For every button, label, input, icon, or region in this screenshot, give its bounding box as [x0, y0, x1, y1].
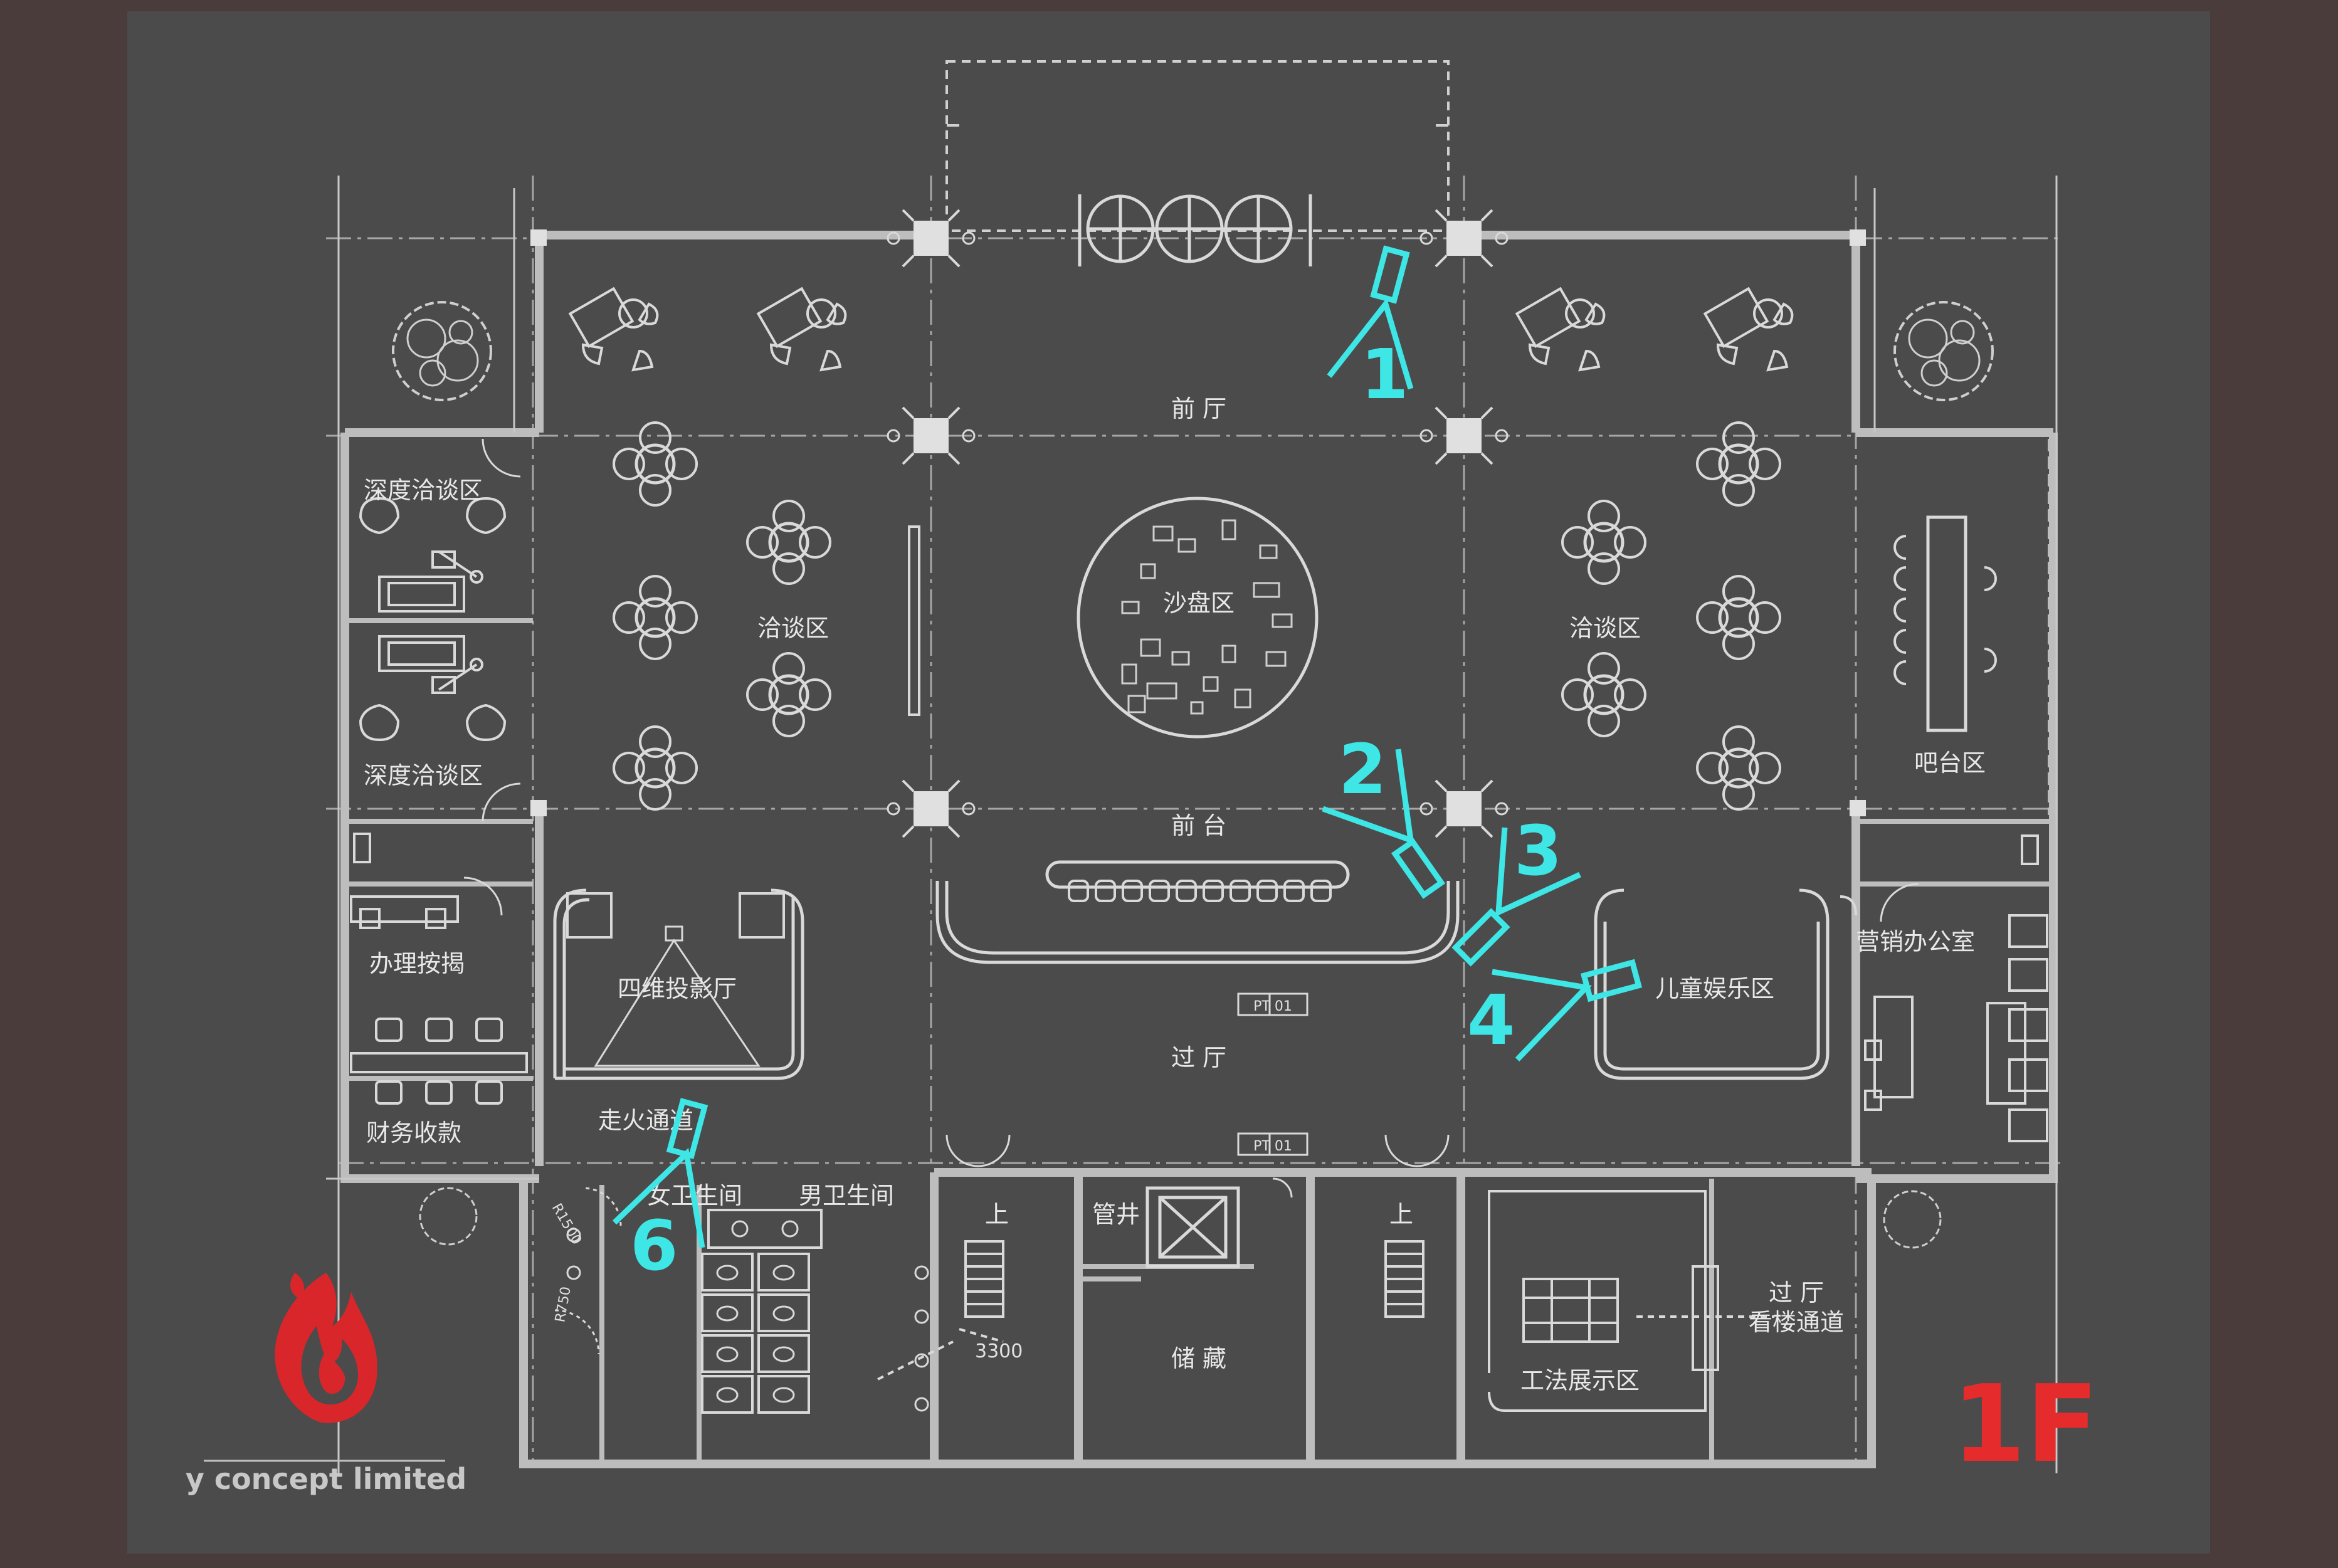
label-finance: 财务收款	[366, 1119, 461, 1147]
entrance-canopy	[945, 60, 1450, 232]
sand-table-model	[1077, 497, 1319, 739]
label-storage: 储 藏	[1171, 1345, 1226, 1372]
label-deep-negotiation-1: 深度洽谈区	[364, 476, 483, 504]
office-furniture	[350, 833, 528, 1105]
dimension-3300: 3300	[975, 1340, 1023, 1362]
bar-counter	[1893, 515, 1997, 732]
label-front-hall: 前 厅	[1171, 395, 1226, 423]
door-swings	[463, 438, 1919, 1198]
label-method-display: 工法展示区	[1520, 1367, 1640, 1394]
shrub	[1883, 1190, 1942, 1249]
toilet-stalls	[554, 1187, 929, 1414]
stairs	[877, 1240, 1424, 1381]
label-cinema: 四维投影厅	[618, 975, 737, 1002]
method-display-model	[1488, 1190, 1774, 1412]
label-negotiation-right: 洽谈区	[1569, 614, 1641, 642]
cinema-room	[553, 888, 804, 1080]
label-passage: 过 厅	[1171, 1044, 1226, 1071]
viewpoint-4: 4	[1467, 980, 1515, 1060]
label-negotiation-left: 洽谈区	[757, 614, 829, 642]
label-up-right: 上	[1389, 1201, 1413, 1228]
label-mortgage: 办理按揭	[369, 950, 465, 977]
viewpoint-1: 1	[1361, 334, 1409, 414]
kids-area	[1594, 888, 1830, 1080]
label-viewing-passage: 看楼通道	[1749, 1308, 1844, 1336]
sales-office-furniture	[1840, 834, 2048, 1142]
reception-desk	[935, 860, 1460, 964]
column	[530, 229, 547, 246]
perimeter-lines	[326, 176, 2058, 1473]
plan-paper	[127, 11, 2210, 1554]
viewpoint-3: 3	[1514, 811, 1562, 891]
label-hall: 过 厅	[1769, 1279, 1824, 1307]
tag-text: PT 01	[1253, 999, 1292, 1014]
label-reception: 前 台	[1171, 812, 1226, 839]
column	[1850, 800, 1866, 816]
partition	[908, 525, 920, 716]
revolving-doors	[1078, 194, 1312, 266]
shrub	[419, 1187, 478, 1246]
material-tag: PT 01	[1237, 1132, 1309, 1156]
label-deep-negotiation-2: 深度洽谈区	[364, 762, 483, 789]
label-sales-office: 营销办公室	[1856, 928, 1975, 955]
flame-logo-icon	[275, 1273, 377, 1423]
label-sand-table: 沙盘区	[1163, 589, 1235, 617]
viewpoint-6: 6	[630, 1206, 678, 1286]
label-kids-area: 儿童娱乐区	[1655, 975, 1774, 1002]
tag-text: PT 01	[1253, 1139, 1292, 1154]
lounge-furniture	[359, 497, 507, 742]
viewpoint-2: 2	[1339, 729, 1387, 809]
label-male-wc: 男卫生间	[799, 1182, 894, 1209]
floor-label: 1F	[1952, 1362, 2098, 1486]
company-name: y concept limited	[186, 1462, 466, 1496]
material-tag: PT 01	[1237, 992, 1309, 1016]
column	[530, 800, 547, 816]
column	[1850, 229, 1866, 246]
camera-markers	[612, 245, 1643, 1248]
label-up-left: 上	[985, 1201, 1009, 1228]
elevator	[1145, 1186, 1240, 1268]
label-pipe-shaft: 管井	[1092, 1201, 1140, 1228]
label-bar-area: 吧台区	[1914, 749, 1986, 777]
